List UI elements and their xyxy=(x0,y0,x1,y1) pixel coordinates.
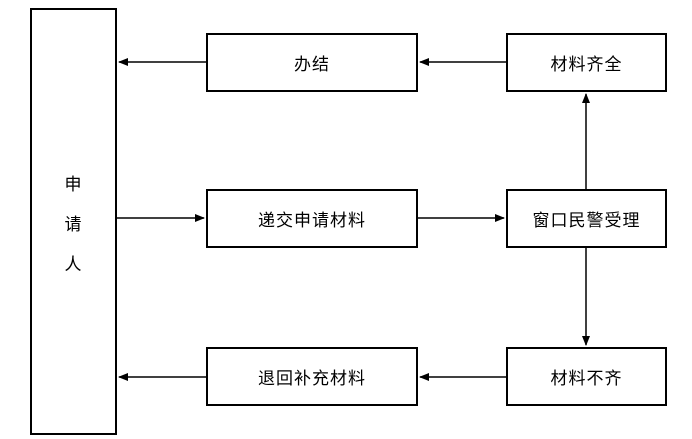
applicant-char-1: 申 xyxy=(64,175,83,195)
applicant-box: 申 请 人 xyxy=(30,8,117,435)
node-return-supplement: 退回补充材料 xyxy=(206,347,418,406)
node-materials-complete: 材料齐全 xyxy=(506,33,667,92)
node-done: 办结 xyxy=(206,33,418,92)
applicant-char-3: 人 xyxy=(64,255,83,275)
applicant-char-2: 请 xyxy=(64,215,83,235)
node-window-accept: 窗口民警受理 xyxy=(506,189,667,248)
node-materials-incomplete: 材料不齐 xyxy=(506,347,667,406)
node-submit-materials: 递交申请材料 xyxy=(206,189,418,248)
